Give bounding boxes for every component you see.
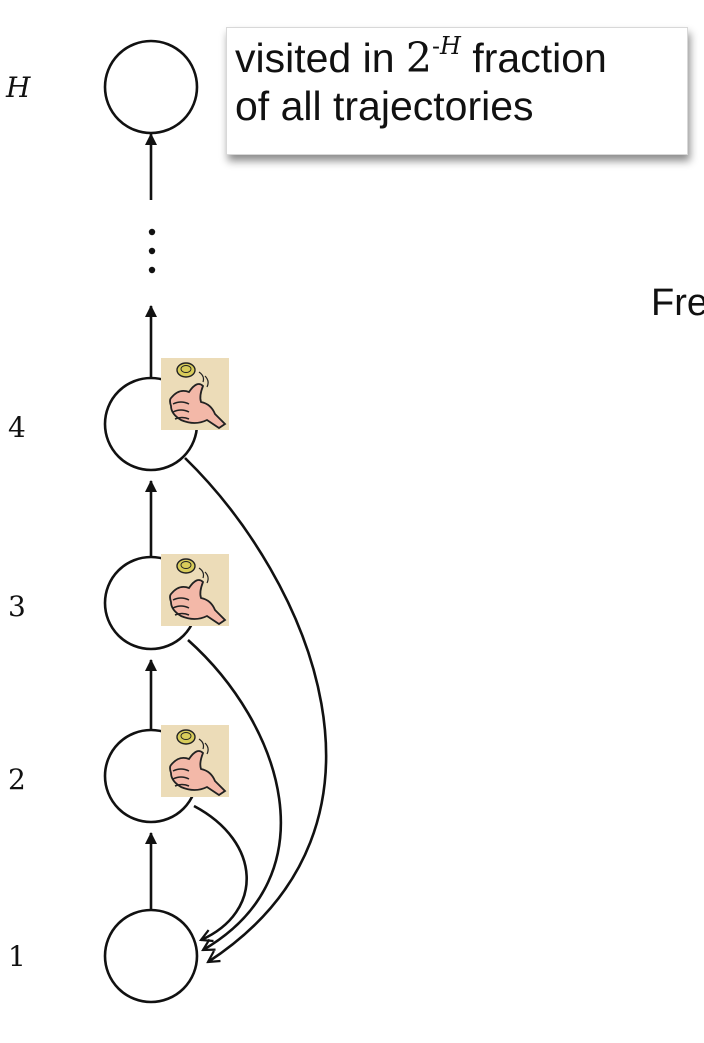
callout-line-1: visited in 2-H fraction [235, 34, 679, 82]
callout-prefix: visited in [235, 35, 406, 81]
level-label-2: 2 [8, 763, 26, 796]
callout-exponent-var: H [440, 32, 461, 60]
state-node-H [103, 39, 199, 135]
callout-line-2: of all trajectories [235, 83, 534, 129]
side-text-clip: Fre [640, 270, 704, 350]
state-node-1 [103, 908, 199, 1004]
callout-suffix: fraction [460, 35, 607, 81]
coin-flip-thumb-icon [161, 358, 229, 430]
callout-exponent: -H [432, 33, 461, 60]
callout-exponent-sign: - [432, 33, 441, 60]
visit-fraction-callout: visited in 2-H fraction of all trajector… [226, 27, 688, 155]
callout-base: 2 [405, 34, 433, 82]
side-text: Fre [651, 282, 704, 324]
reset-arrow-4-to-1 [184, 457, 328, 962]
level-label-3: 3 [8, 590, 26, 623]
reset-arrow-2-to-1 [193, 804, 248, 940]
level-label-4: 4 [8, 411, 26, 444]
ellipsis-dots [148, 228, 156, 274]
reset-arrow-3-to-1 [187, 639, 283, 950]
level-label-1: 1 [8, 940, 26, 973]
level-label-H: H [5, 71, 31, 104]
coin-flip-thumb-icon [161, 554, 229, 626]
coin-flip-thumb-icon [161, 725, 229, 797]
